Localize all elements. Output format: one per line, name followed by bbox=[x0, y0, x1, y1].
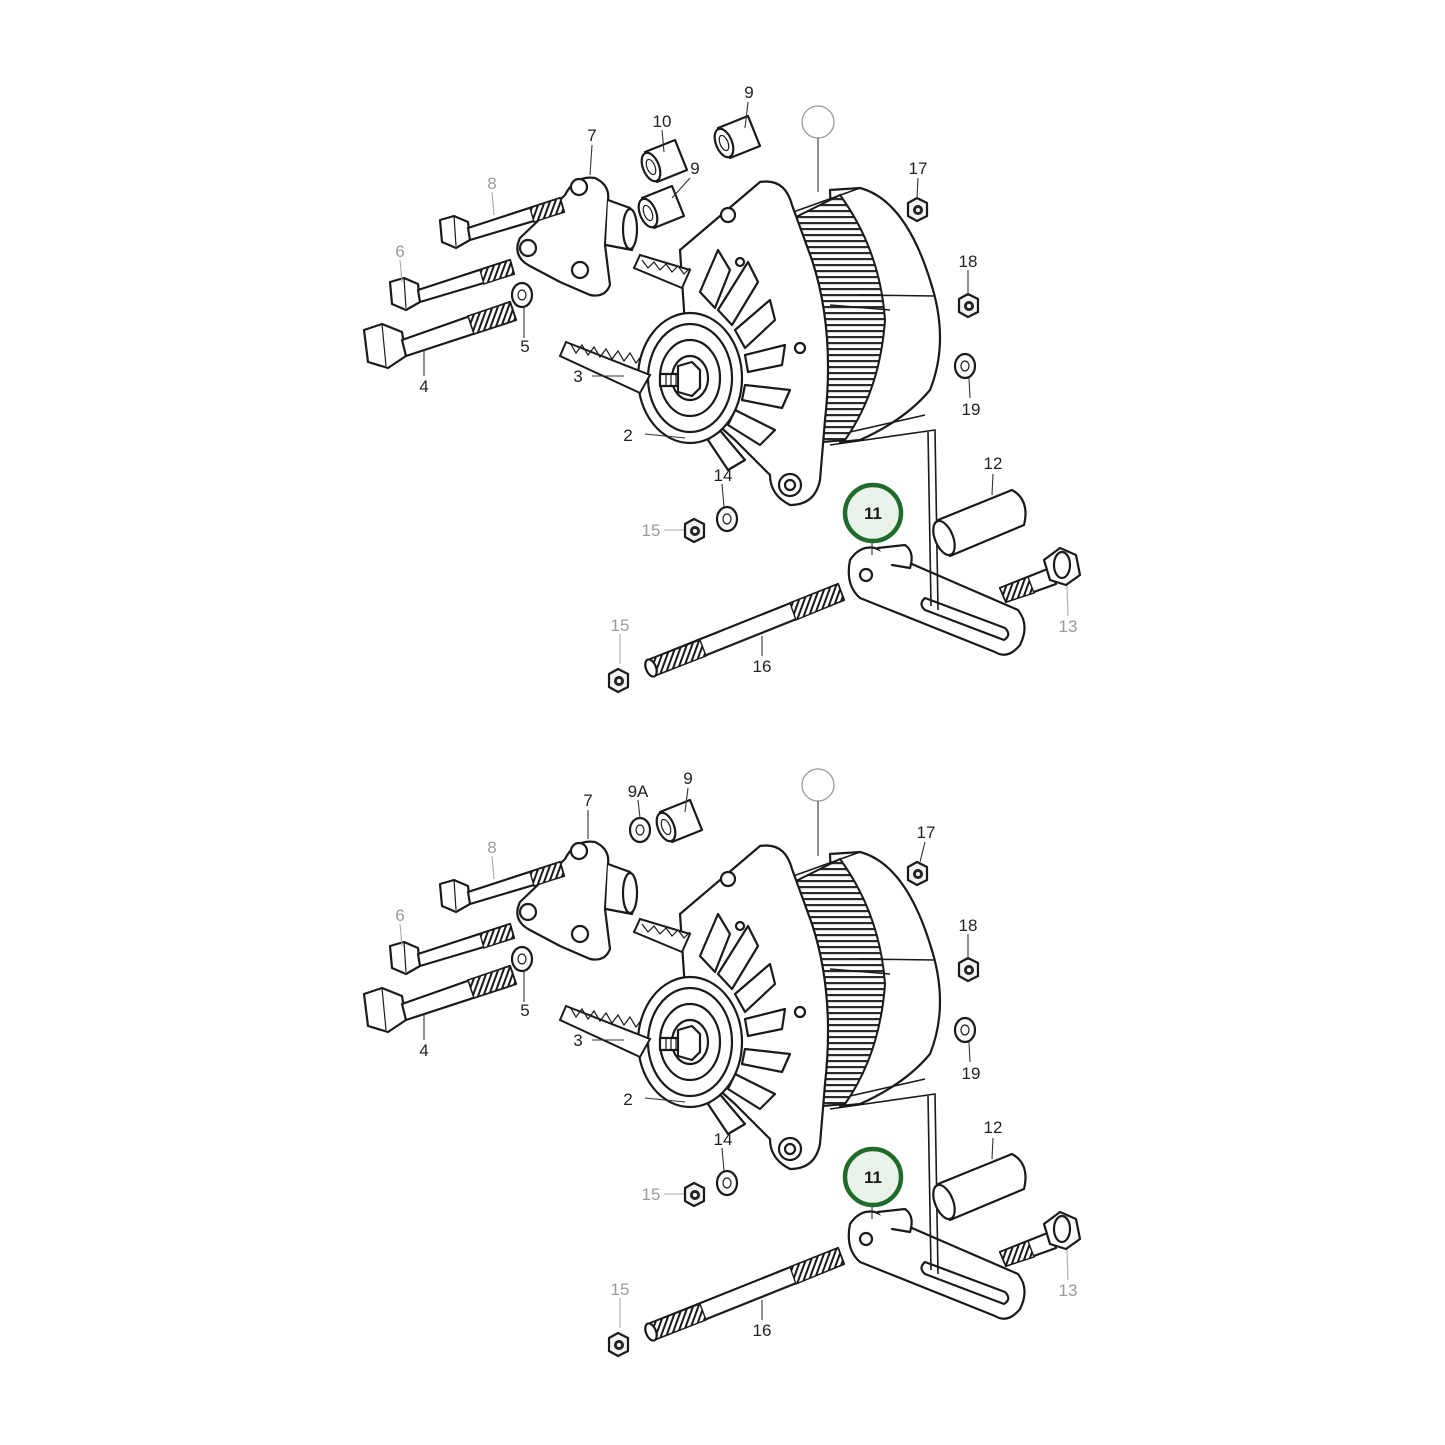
nut bbox=[683, 1181, 706, 1208]
washer bbox=[953, 352, 977, 380]
callout-10: 10 bbox=[653, 112, 672, 131]
bolt-long bbox=[362, 964, 518, 1034]
callout-8: 8 bbox=[487, 838, 496, 857]
callout-14: 14 bbox=[714, 1130, 733, 1149]
callout-15b: 15 bbox=[611, 616, 630, 635]
nut bbox=[607, 1331, 630, 1358]
washer bbox=[715, 505, 739, 533]
callout-5: 5 bbox=[520, 337, 529, 356]
reference-circle bbox=[801, 768, 835, 802]
sleeve bbox=[927, 1152, 1027, 1224]
callout-4: 4 bbox=[419, 1041, 428, 1060]
callout-8: 8 bbox=[487, 174, 496, 193]
flange-bolt bbox=[998, 546, 1082, 604]
callout-4: 4 bbox=[419, 377, 428, 396]
callout-18: 18 bbox=[959, 916, 978, 935]
callout-11[interactable]: 11 bbox=[864, 504, 882, 523]
callout-7: 7 bbox=[587, 126, 596, 145]
callout-14: 14 bbox=[714, 466, 733, 485]
callout-17: 17 bbox=[909, 159, 928, 178]
sleeve bbox=[927, 488, 1027, 560]
washer bbox=[953, 1016, 977, 1044]
spacer-tube bbox=[636, 138, 689, 186]
highlight-ring[interactable] bbox=[842, 482, 904, 544]
callout-19: 19 bbox=[962, 400, 981, 419]
callout-17: 17 bbox=[917, 823, 936, 842]
callout-9A: 9A bbox=[628, 782, 649, 801]
nut bbox=[957, 292, 980, 319]
highlighted-callout-11[interactable]: 11 bbox=[842, 482, 904, 544]
spacer-tube bbox=[709, 114, 762, 162]
flange-bolt bbox=[998, 1210, 1082, 1268]
mounting-bracket bbox=[516, 840, 639, 961]
washer bbox=[510, 281, 534, 309]
callout-16: 16 bbox=[753, 657, 772, 676]
washer bbox=[628, 816, 652, 844]
washer bbox=[510, 945, 534, 973]
stud bbox=[641, 582, 846, 680]
callout-7: 7 bbox=[583, 791, 592, 810]
diagram-bottom: 9 9A 7 8 6 5 4 3 2 14 15 17 18 19 12 13 … bbox=[362, 768, 1082, 1358]
bolt-medium bbox=[388, 922, 516, 976]
callout-6: 6 bbox=[395, 906, 404, 925]
callout-3: 3 bbox=[573, 367, 582, 386]
callout-9b: 9 bbox=[690, 159, 699, 178]
callout-13: 13 bbox=[1059, 1281, 1078, 1300]
callout-2: 2 bbox=[623, 426, 632, 445]
diagram-top: 9 10 9 7 8 6 5 4 3 2 14 15 17 18 19 12 1… bbox=[362, 83, 1082, 694]
stud bbox=[641, 1246, 846, 1344]
callout-15a: 15 bbox=[642, 1185, 661, 1204]
callout-15b: 15 bbox=[611, 1280, 630, 1299]
bolt-medium bbox=[388, 258, 516, 312]
reference-circle bbox=[801, 105, 835, 139]
nut bbox=[683, 517, 706, 544]
callout-6: 6 bbox=[395, 242, 404, 261]
leader-lines bbox=[399, 787, 1069, 1328]
callout-11[interactable]: 11 bbox=[864, 1168, 882, 1187]
spacer-tube bbox=[651, 798, 704, 846]
callout-16: 16 bbox=[753, 1321, 772, 1340]
callout-15a: 15 bbox=[642, 521, 661, 540]
leader-lines bbox=[399, 101, 1069, 664]
callout-19: 19 bbox=[962, 1064, 981, 1083]
highlight-ring[interactable] bbox=[842, 1146, 904, 1208]
bolt-long bbox=[362, 300, 518, 370]
highlighted-callout-11[interactable]: 11 bbox=[842, 1146, 904, 1208]
callout-5: 5 bbox=[520, 1001, 529, 1020]
callout-12: 12 bbox=[984, 1118, 1003, 1137]
nut bbox=[906, 196, 929, 223]
washer bbox=[715, 1169, 739, 1197]
callout-9: 9 bbox=[683, 769, 692, 788]
callout-13: 13 bbox=[1059, 617, 1078, 636]
nut bbox=[957, 956, 980, 983]
mounting-bracket bbox=[516, 176, 639, 297]
callout-2: 2 bbox=[623, 1090, 632, 1109]
callout-9: 9 bbox=[744, 83, 753, 102]
nut bbox=[607, 667, 630, 694]
callout-12: 12 bbox=[984, 454, 1003, 473]
callout-3: 3 bbox=[573, 1031, 582, 1050]
callout-18: 18 bbox=[959, 252, 978, 271]
nut bbox=[906, 860, 929, 887]
